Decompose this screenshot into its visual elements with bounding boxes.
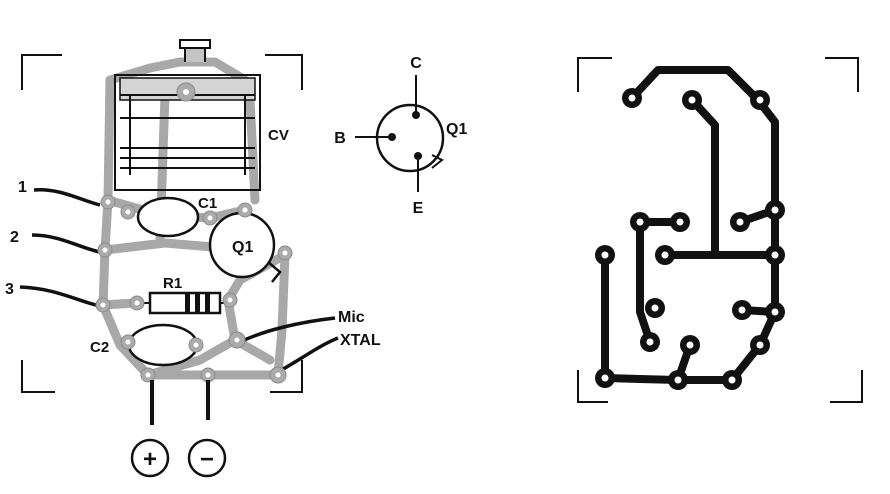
xtal-label: XTAL (340, 332, 381, 349)
transistor-footprint-label: Q1 (232, 239, 253, 256)
capacitor-c2: C2 (90, 323, 199, 367)
battery-minus-label: − (200, 446, 214, 473)
wire-leads: 1 2 3 (5, 179, 101, 308)
battery-plus-label: + (143, 446, 157, 473)
base-label: B (334, 130, 346, 147)
battery-plus-symbol (130, 438, 170, 478)
foil-pads (595, 88, 785, 390)
copper-foil-pattern (577, 57, 863, 403)
wire-label-3: 3 (5, 281, 14, 298)
resistor-label: R1 (163, 275, 182, 292)
board-pads (95, 194, 293, 384)
transistor-pinout-label: Q1 (446, 121, 467, 138)
board-outline-brackets (21, 54, 303, 393)
trimmer-label: CV (268, 127, 289, 144)
battery-leads: + − (130, 380, 227, 478)
base-pin (388, 133, 396, 141)
collector-pin (412, 111, 420, 119)
emitter-label: E (413, 200, 424, 217)
transistor-q1-footprint: Q1 (208, 211, 282, 283)
capacitor2-label: C2 (90, 339, 109, 356)
collector-label: C (410, 55, 422, 72)
wire-label-1: 1 (18, 179, 27, 196)
battery-minus-symbol (187, 438, 227, 478)
capacitor1-label: C1 (198, 195, 217, 212)
resistor-r1: R1 (135, 275, 230, 315)
mic-label: Mic (338, 309, 365, 326)
transistor-pinout-diagram: C B E Q1 (334, 55, 467, 217)
component-layout-view: CV 1 2 3 C1 Q1 R (5, 39, 381, 478)
foil-outline-brackets (577, 57, 863, 403)
trimmer-capacitor-cv: CV (114, 39, 289, 191)
mic-xtal-leads: Mic XTAL (239, 309, 381, 374)
emitter-pin (414, 152, 422, 160)
capacitor-c1: C1 (136, 195, 217, 238)
wire-label-2: 2 (10, 229, 19, 246)
